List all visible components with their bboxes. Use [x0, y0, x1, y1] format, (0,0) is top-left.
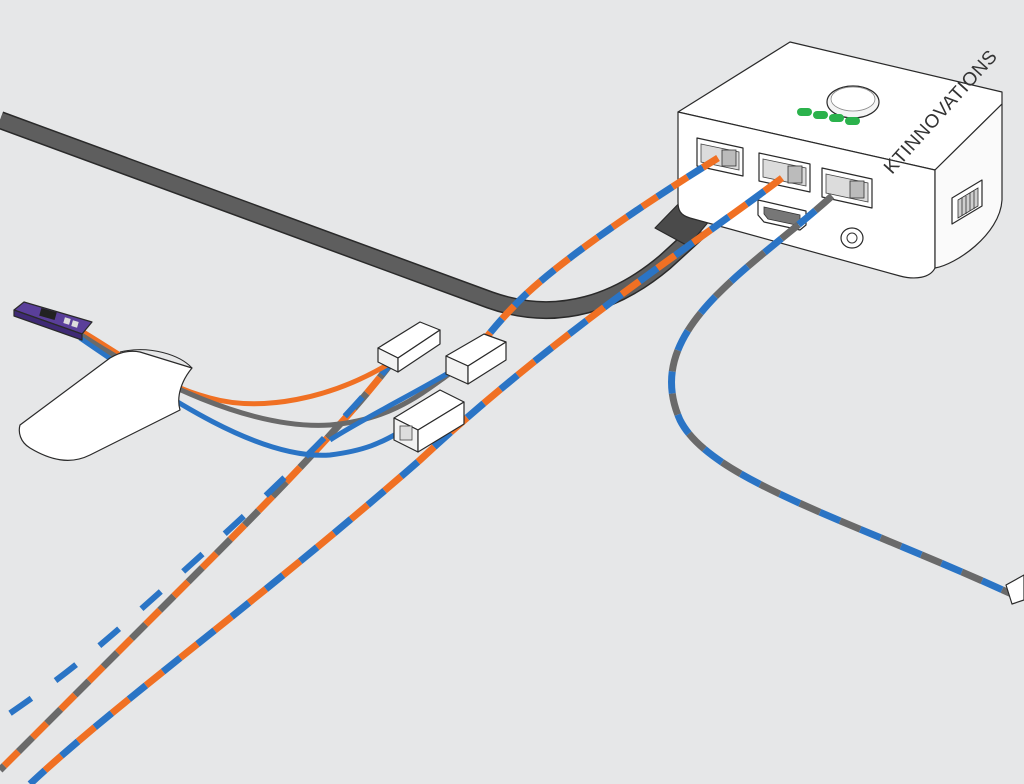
twisted-cable-right — [668, 193, 1024, 605]
status-led — [845, 117, 860, 125]
inline-connector-3 — [393, 389, 465, 453]
rj-socket-icon — [957, 187, 979, 219]
audio-jack-icon — [846, 232, 858, 244]
twisted-cable-center — [27, 175, 785, 784]
rj-socket-icon — [849, 180, 865, 199]
rj-socket-icon — [787, 165, 803, 184]
inline-connector-2 — [445, 333, 507, 385]
power-button[interactable] — [826, 85, 880, 119]
audio-jack[interactable] — [840, 227, 864, 249]
rj-port-3[interactable] — [821, 167, 873, 209]
status-led — [829, 114, 844, 122]
adhesive-tab — [18, 349, 193, 461]
status-led — [797, 108, 812, 116]
cable-end-plug — [1005, 574, 1024, 605]
side-port[interactable] — [951, 179, 983, 225]
inline-connector-1 — [377, 321, 441, 373]
sensor-board — [13, 301, 93, 341]
power-cable — [0, 111, 733, 320]
hub-device: KTINNOVATIONS — [677, 41, 1003, 279]
status-led-row — [797, 108, 860, 125]
status-led — [813, 111, 828, 119]
rj-socket-icon — [721, 149, 737, 167]
